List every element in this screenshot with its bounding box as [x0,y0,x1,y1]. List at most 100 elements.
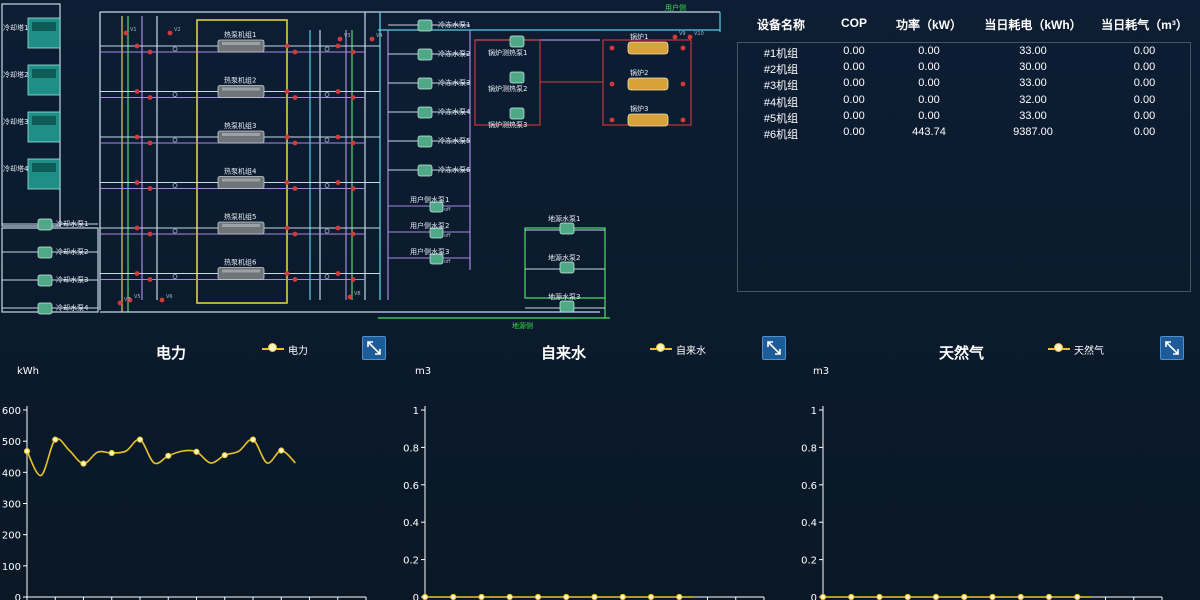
data-point [989,593,996,600]
expand-button[interactable] [762,336,786,360]
data-point [848,593,855,600]
data-point [534,593,542,600]
table-cell: 0.00 [1133,45,1156,57]
expand-button[interactable] [1160,336,1184,360]
pump-icon [509,71,525,84]
gauge-icon [172,92,178,97]
table-cell: 0.00 [843,61,865,74]
valve-label: V9 [679,31,686,37]
gauge-icon [324,183,330,188]
header-device-name: 设备名称 [756,18,805,32]
expand-icon [367,341,381,355]
pump-icon [417,135,433,148]
device-layer [27,17,693,315]
valve-icon [284,225,290,231]
heat-pump-fin [222,224,260,227]
water-section: 自来水 自来水 m300.20.40.60.810时2时4时6时8时10时12时… [398,336,798,600]
table-cell: 33.00 [1019,77,1047,90]
heat-pump-unit-icon [217,267,265,280]
legend-label: 天然气 [1074,346,1104,357]
valve-icon [134,271,140,276]
heat-pump-label: 热泵机组4 [224,167,257,176]
valve-label: V3 [344,33,351,39]
valve-icon [292,231,298,237]
pump-icon [417,48,433,61]
cooling-pump-label: 冷却水泵2 [56,247,88,256]
table-cell: #5机组 [763,112,799,125]
flush-pump-label: 冷冻水泵3 [438,78,470,87]
valve-icon [147,231,153,237]
heat-pump-fin [222,133,260,136]
data-point [249,436,257,443]
flush-pump-label: 冷冻水泵2 [438,49,470,58]
table-cell: 0.00 [918,45,940,57]
y-tick-label: 0.6 [403,481,419,492]
cooling-pump-label: 冷却水泵4 [56,303,89,312]
y-tick-label: 0 [811,593,817,600]
cooling-tower-vent [32,69,56,78]
header-daily-electricity: 当日耗电（kWh） [984,18,1082,32]
pump-icon [429,201,444,213]
valve-label: V4 [376,33,383,39]
pump-icon [417,19,433,32]
user-pump-label: 用户侧水泵3 [410,247,449,256]
valve-label: V1 [130,27,137,33]
valve-label: V5 [134,294,141,300]
heat-pump-label: 热泵机组1 [224,30,256,39]
cooling-pump-label: 冷却水泵3 [56,275,88,284]
valve-icon [167,30,173,36]
valve-icon [335,134,341,140]
gauge-icon [324,92,330,97]
valve-icon [147,277,153,282]
ground-pump-label: 地源水泵2 [548,253,580,262]
valve-icon [350,231,356,237]
valve-icon [284,134,290,140]
y-tick-label: 500 [2,437,21,448]
user-side-label: 用户侧 [665,3,686,12]
table-cell: 0.00 [1133,61,1156,74]
table-cell: 0.00 [843,93,865,106]
user-pump-label: 用户侧水泵1 [410,195,449,204]
valve-icon [292,140,298,146]
y-axis-label: kWh [17,366,39,377]
boiler-pump-label: 锅炉测热泵3 [488,120,527,129]
y-tick-label: 0 [413,593,419,600]
pump-icon [417,106,433,119]
expand-button[interactable] [362,336,386,360]
y-tick-label: 0.2 [801,556,817,567]
data-point [932,593,940,600]
boiler-label: 锅炉3 [630,104,648,113]
y-tick-label: 0.8 [801,443,817,454]
table-frame [737,42,1191,292]
y-tick-label: 1 [413,406,419,417]
data-point [421,593,429,600]
boiler-icon [627,77,669,91]
valve-icon [609,81,615,87]
valve-icon [350,186,356,191]
ground-pump-label: 地源水泵3 [548,292,580,301]
pump-icon [37,274,53,287]
header-cop: COP [840,16,867,30]
gas-title: 天然气 [939,345,985,362]
valve-icon [134,134,140,140]
data-point [450,593,457,600]
table-cell: 0.00 [843,109,865,122]
table-cell: 0.00 [1133,125,1156,138]
valve-icon [292,49,298,55]
valve-icon [284,271,290,276]
valve-icon [127,297,133,303]
status-off: off [444,233,451,239]
table-cell: #3机组 [763,80,799,93]
table-cell: 9387.00 [1013,125,1053,138]
heat-pump-unit-icon [217,176,265,189]
heat-pump-label: 热泵机组5 [224,212,256,221]
data-point [904,593,911,600]
table-cell: 33.00 [1019,109,1047,122]
